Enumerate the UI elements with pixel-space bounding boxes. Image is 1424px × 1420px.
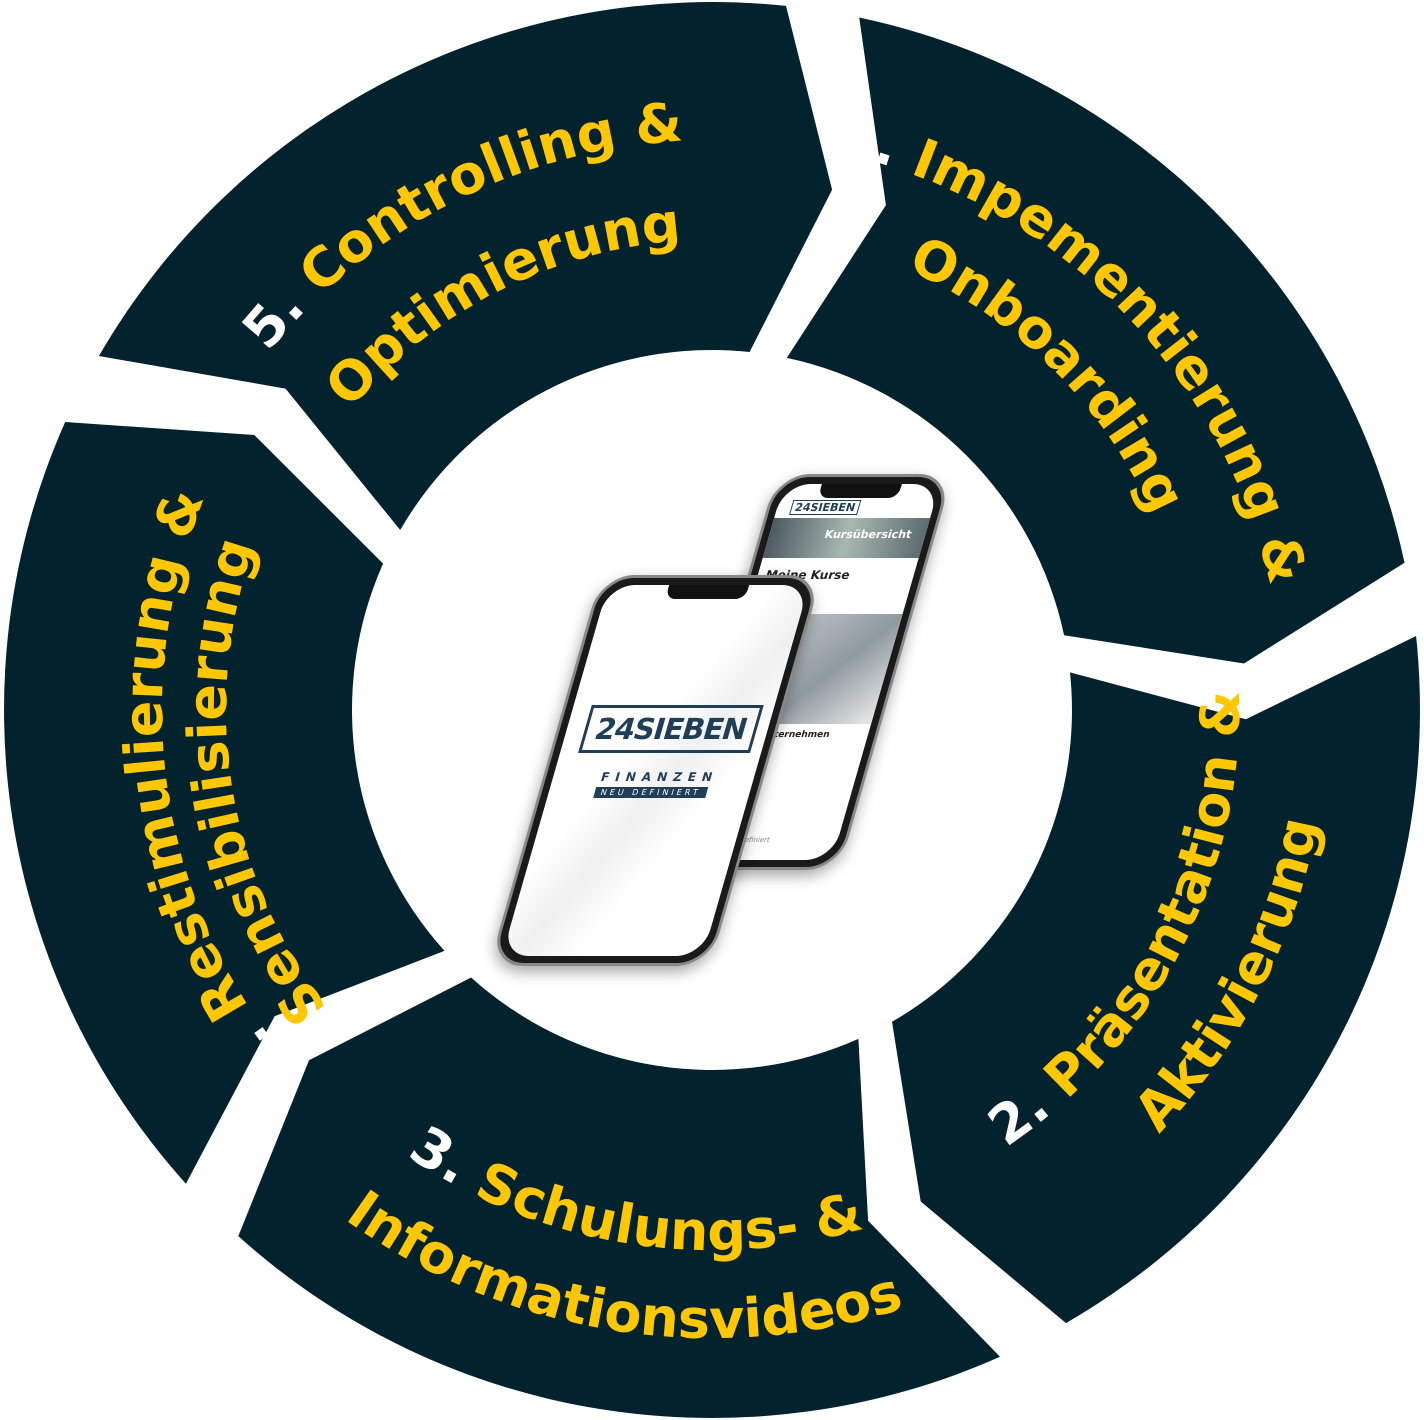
step-2-segment [892, 636, 1420, 1324]
phone-notch [664, 585, 749, 599]
hero-banner: Kursübersicht [762, 518, 931, 558]
app-logo: 24SIEBEN [789, 500, 862, 515]
tagline-finanzen: FINANZEN [599, 770, 721, 784]
tagline-neu-definiert: NEU DEFINIERT [593, 787, 709, 798]
phone-notch [817, 484, 902, 498]
brand-logo: 24SIEBEN [578, 705, 764, 753]
step-3-segment [238, 977, 1001, 1418]
step-1-segment [786, 17, 1405, 664]
step-5-segment [98, 2, 833, 530]
step-4-segment [4, 422, 445, 1184]
